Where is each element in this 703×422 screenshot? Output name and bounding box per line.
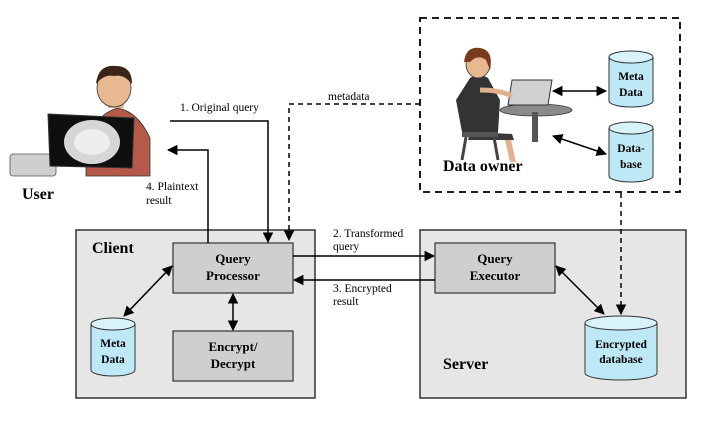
client-meta-data-db: Meta Data (90, 317, 136, 377)
metadata-arrow (283, 103, 420, 242)
owner-db-line2: base (620, 159, 642, 171)
original-query-arrow (170, 120, 274, 244)
plaintext-result-arrow (166, 144, 209, 243)
client-meta-line2: Data (101, 354, 125, 366)
query-processor-line1: Query (215, 251, 251, 266)
executor-encrypted-db-arrow (555, 265, 605, 315)
encrypted-db-line1: Encrypted (595, 339, 647, 351)
plaintext-result-line1: 4. Plaintext (146, 181, 199, 193)
server-label: Server (443, 356, 488, 373)
query-processor-line2: Processor (206, 268, 260, 283)
transformed-query-line2: query (333, 241, 359, 253)
query-executor-box: Query Executor (434, 242, 556, 294)
client-label: Client (92, 240, 134, 257)
user-illustration (9, 65, 151, 177)
encrypt-decrypt-line2: Decrypt (211, 356, 256, 371)
owner-meta-data-db: Meta Data (608, 50, 654, 108)
metadata-label: metadata (328, 91, 370, 103)
data-owner-illustration (456, 47, 573, 162)
client-meta-line1: Meta (100, 338, 126, 350)
transformed-query-line1: 2. Transformed (333, 228, 404, 240)
data-owner-panel (419, 17, 681, 193)
user-label: User (22, 186, 54, 203)
original-query-label: 1. Original query (180, 102, 259, 114)
owner-database-arrow (552, 134, 607, 156)
encrypt-decrypt-line1: Encrypt/ (208, 339, 258, 354)
encrypted-db-line2: database (599, 354, 642, 366)
owner-meta-line2: Data (619, 87, 643, 99)
owner-database-db: Data- base (608, 121, 654, 183)
owner-db-line1: Data- (617, 143, 645, 155)
query-processor-box: Query Processor (172, 242, 294, 294)
plaintext-result-line2: result (146, 195, 172, 207)
encrypted-result-line2: result (333, 296, 359, 308)
data-owner-label: Data owner (443, 158, 523, 175)
processor-metadata-arrow (123, 265, 173, 317)
encrypted-result-line1: 3. Encrypted (333, 283, 392, 295)
encrypt-decrypt-box: Encrypt/ Decrypt (172, 330, 294, 382)
query-executor-line2: Executor (470, 268, 521, 283)
query-executor-line1: Query (477, 251, 513, 266)
owner-meta-line1: Meta (618, 71, 644, 83)
encrypted-database-db: Encrypted database (584, 315, 658, 381)
